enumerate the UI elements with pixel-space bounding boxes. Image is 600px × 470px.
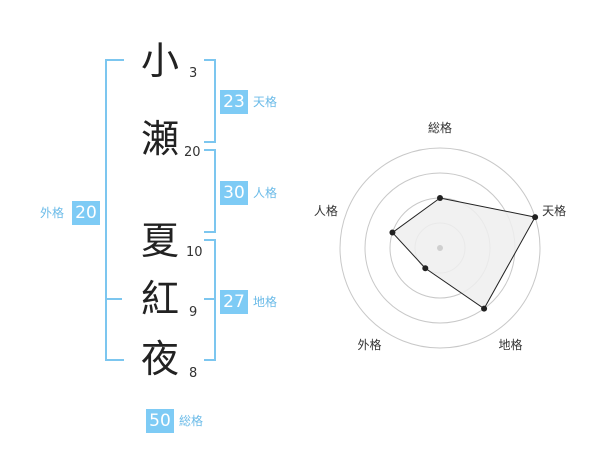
radar-point-1: [437, 195, 443, 201]
gaikaku-brace-tick: [105, 298, 122, 300]
stroke-count-3: 10: [186, 245, 203, 260]
jinkaku-label: 人格: [253, 186, 278, 200]
jinkaku-badge: 30: [220, 181, 248, 205]
radar-point-5: [389, 229, 396, 236]
radar-points: [389, 195, 539, 312]
radar-polygon: [391, 197, 536, 310]
chikaku-badge: 27: [220, 290, 248, 314]
stroke-count-1: 3: [189, 66, 198, 81]
stroke-count-4: 9: [189, 305, 198, 320]
chikaku-label: 地格: [253, 295, 278, 309]
radar-axis-label-3: 地格: [499, 337, 523, 352]
name-char-5: 夜: [141, 337, 180, 381]
jinkaku-brace: [204, 149, 216, 233]
soukaku-label: 総格: [179, 414, 204, 428]
gaikaku-label: 外格: [40, 206, 65, 220]
chikaku-brace: [204, 239, 216, 361]
radar-axis-label-1: 総格: [428, 120, 452, 135]
radar-ring-4: [339, 147, 541, 349]
stroke-count-2: 20: [184, 145, 201, 160]
name-char-2: 瀬: [141, 117, 180, 161]
tenkaku-badge: 23: [220, 90, 248, 114]
soukaku-badge: 50: [146, 409, 174, 433]
radar-point-4: [422, 265, 429, 272]
name-char-4: 紅: [141, 277, 180, 321]
name-char-3: 夏: [141, 219, 180, 263]
chikaku-brace-tick: [204, 298, 216, 300]
tenkaku-brace: [204, 59, 216, 143]
radar-axis-label-2: 天格: [542, 203, 566, 218]
radar-point-2: [532, 214, 539, 221]
gaikaku-badge: 20: [72, 201, 100, 225]
name-char-1: 小: [141, 39, 180, 83]
gaikaku-brace: [105, 59, 124, 361]
radar-center-dot: [437, 245, 443, 251]
stroke-count-5: 8: [189, 366, 198, 381]
radar-point-3: [481, 305, 488, 312]
radar-axis-label-5: 人格: [314, 203, 338, 218]
radar-axis-label-4: 外格: [357, 337, 381, 352]
tenkaku-label: 天格: [253, 95, 278, 109]
